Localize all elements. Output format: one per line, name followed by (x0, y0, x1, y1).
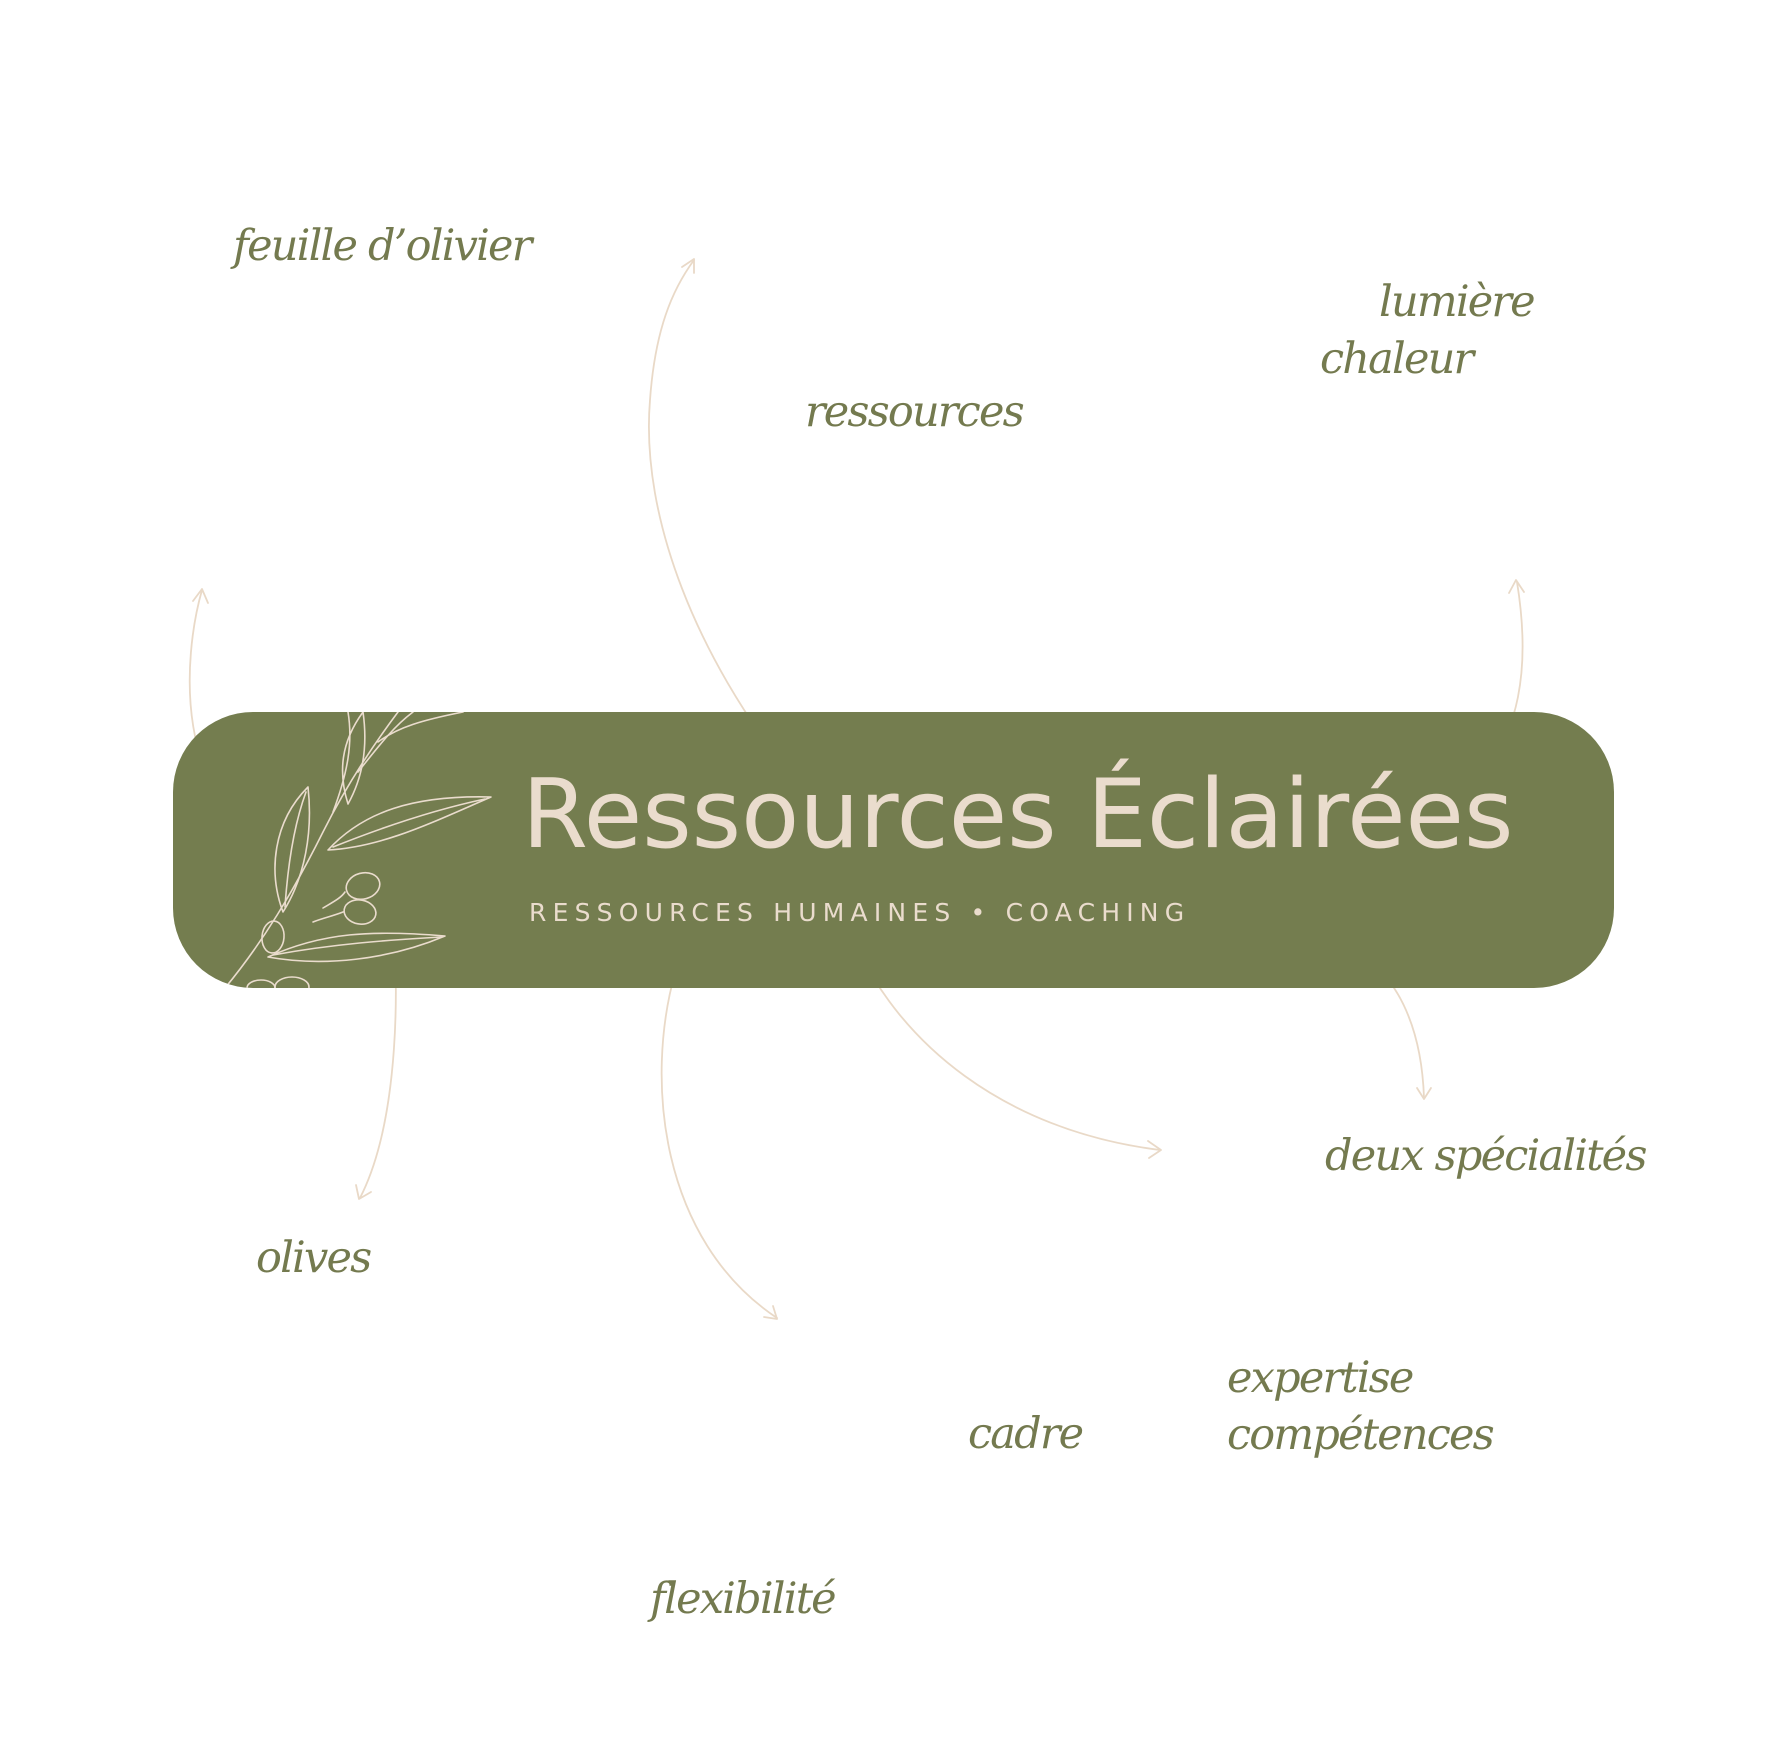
keyword-warmth: chaleur (1320, 334, 1474, 384)
keyword-expertise: expertise (1227, 1353, 1414, 1403)
keyword-expertise-skills: expertise compétences (1227, 1350, 1495, 1464)
keyword-light-warmth: lumière chaleur (1320, 274, 1536, 388)
keyword-light: lumière (1379, 277, 1536, 327)
keyword-olive-leaf: feuille d’olivier (233, 221, 532, 271)
arrow-to-resources (648, 258, 788, 771)
brand-tagline: RESSOURCES HUMAINES • COACHING (529, 898, 1191, 927)
logo-panel: Ressources Éclairées RESSOURCES HUMAINES… (173, 712, 1614, 988)
arrow-to-flexibility (660, 972, 778, 1320)
keyword-resources: ressources (805, 387, 1025, 437)
keyword-flexibility: flexibilité (650, 1574, 837, 1624)
olive-branch-icon (224, 712, 492, 988)
brand-name: Ressources Éclairées (522, 760, 1514, 870)
keyword-skills: compétences (1227, 1410, 1495, 1460)
keyword-two-specialties: deux spécialités (1325, 1131, 1647, 1181)
keyword-frame: cadre (968, 1409, 1084, 1459)
keyword-olives: olives (256, 1233, 372, 1283)
